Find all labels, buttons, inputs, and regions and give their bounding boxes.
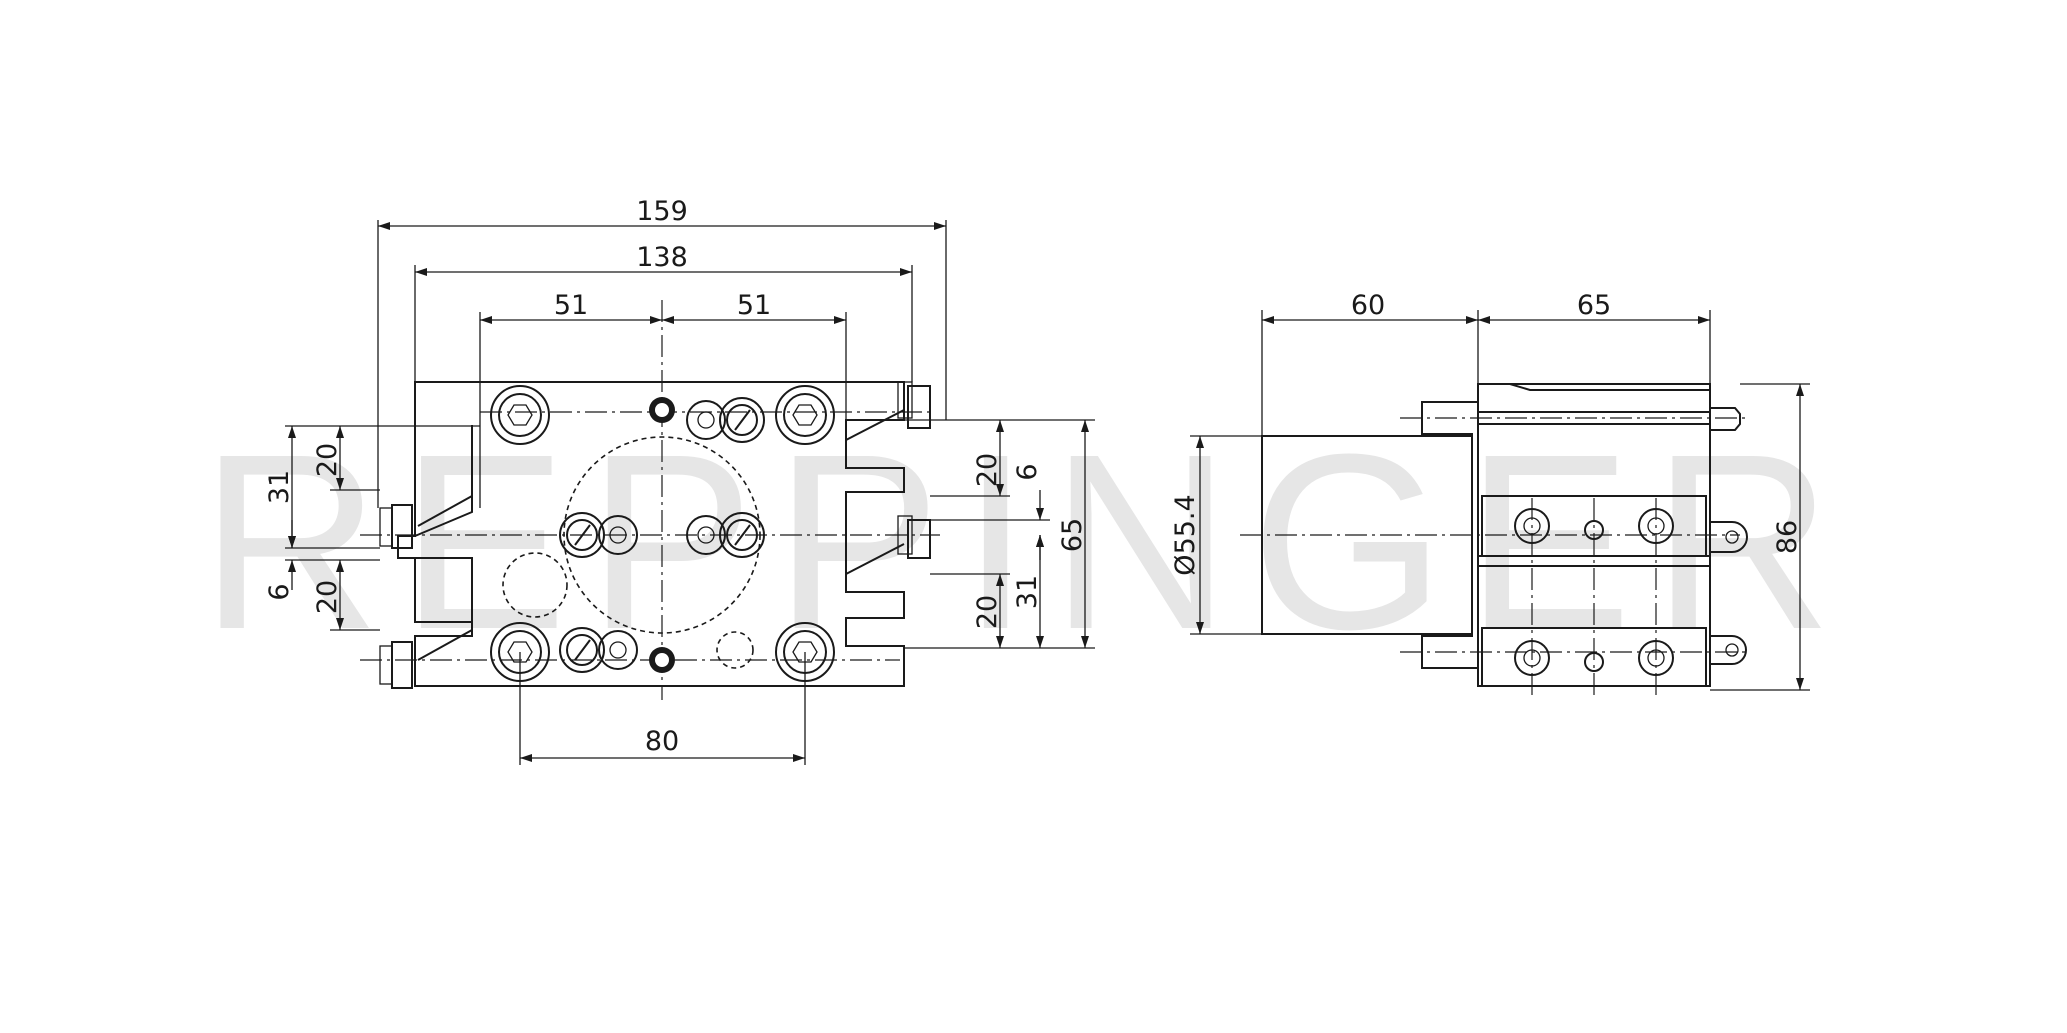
bolt-top-right [775, 385, 835, 445]
dim-body-length: 65 [1577, 290, 1611, 321]
coolant-screw-bottom [649, 647, 675, 673]
dim-body-width: 138 [636, 242, 688, 273]
dim-right-small: 6 [1012, 463, 1043, 480]
dim-bottom-bolts: 80 [645, 726, 679, 757]
dim-overall-width: 159 [636, 196, 688, 227]
dim-left-small: 6 [264, 583, 295, 600]
watermark-logo: REPPINGER [200, 402, 1853, 681]
dim-left-lower: 20 [312, 580, 343, 614]
dim-total-height: 86 [1772, 520, 1803, 554]
dim-shank-length: 60 [1351, 290, 1385, 321]
dim-left-half: 51 [554, 290, 588, 321]
bolt-top-left [490, 385, 550, 445]
dim-right-upper: 20 [972, 453, 1003, 487]
coolant-screw-top [649, 397, 675, 423]
side-view: 60 65 Ø55.4 86 [1170, 290, 1810, 700]
dim-left-outer: 31 [264, 470, 295, 504]
adjust-screws-top [686, 397, 765, 443]
right-jaw-middle [907, 519, 931, 559]
slide-block-upper [1481, 495, 1707, 557]
dim-right-outer: 31 [1012, 575, 1043, 609]
dim-right-lower: 20 [972, 595, 1003, 629]
front-view: 159 138 51 51 80 31 20 6 20 [264, 196, 1095, 765]
adjust-screws-middle-left [559, 512, 638, 558]
dim-height: 65 [1057, 518, 1088, 552]
pilot-circle [563, 436, 761, 634]
adjust-screws-bottom [559, 627, 638, 673]
right-jaw-upper [907, 385, 931, 429]
adjust-screws-middle-right [686, 512, 765, 558]
dim-right-half: 51 [737, 290, 771, 321]
dim-left-upper: 20 [312, 443, 343, 477]
tool-holder-body [1477, 383, 1711, 687]
dim-shank-diameter: Ø55.4 [1170, 494, 1201, 575]
